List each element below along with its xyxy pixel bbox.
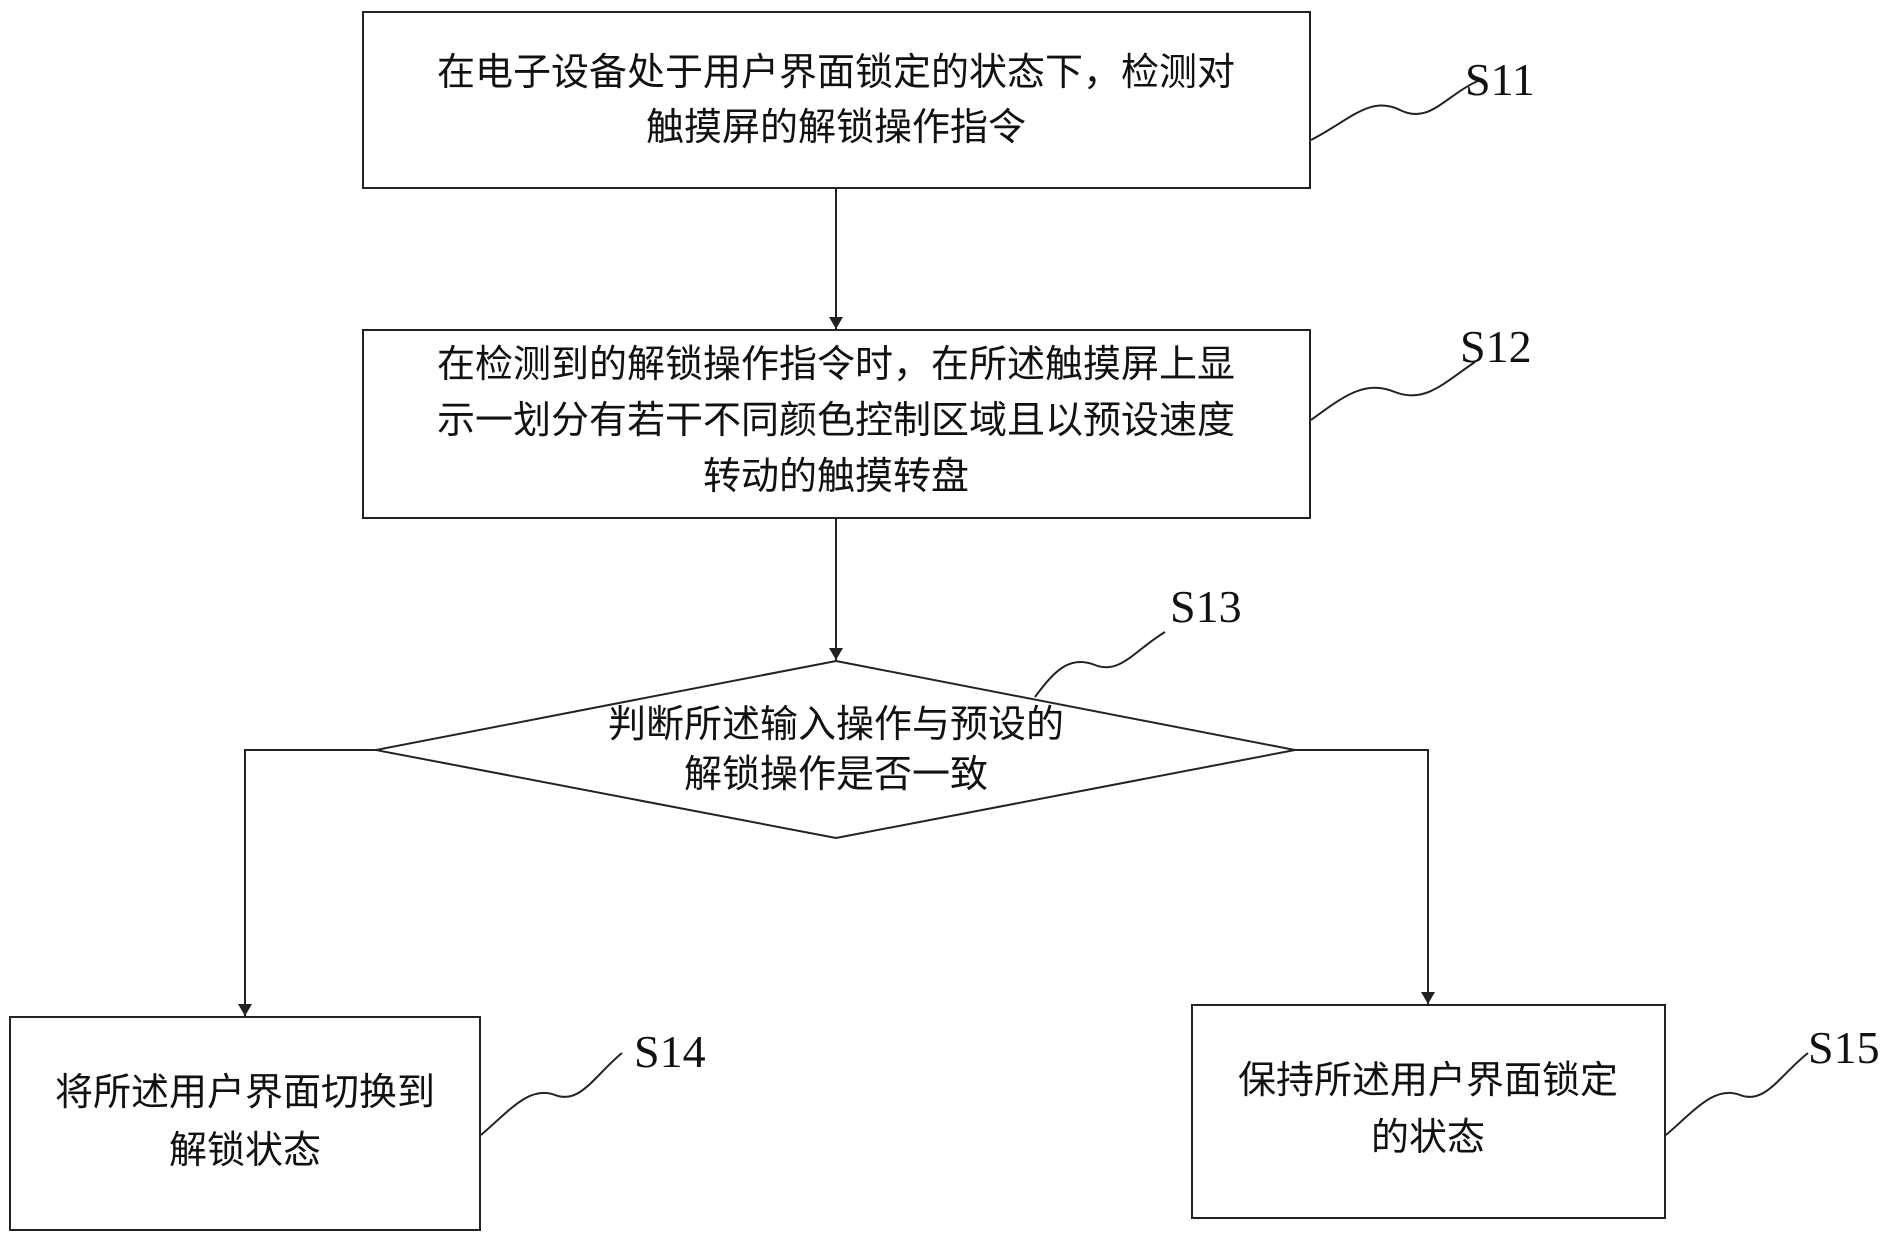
s14-text-line-2: 解锁状态 [169,1128,321,1172]
s13-step-label: S13 [1170,581,1242,632]
s15-box [1192,1005,1665,1218]
s13-text-line-1: 判断所述输入操作与预设的 [608,702,1064,746]
s14-leader-line [481,1053,622,1135]
s11-text-line-2: 触摸屏的解锁操作指令 [646,105,1026,149]
s11-step-label: S11 [1465,54,1535,105]
edge-s13-to-s14 [245,750,376,1016]
s12-text-line-1: 在检测到的解锁操作指令时，在所述触摸屏上显 [437,342,1235,386]
step-s12-node: 在检测到的解锁操作指令时，在所述触摸屏上显 示一划分有若干不同颜色控制区域且以预… [363,330,1310,518]
edge-s13-to-s15 [1295,750,1428,1004]
s14-box [10,1017,480,1230]
s12-text-line-3: 转动的触摸转盘 [703,454,969,498]
s15-step-label: S15 [1808,1022,1880,1073]
s14-text-line-1: 将所述用户界面切换到 [55,1070,435,1114]
s12-step-label: S12 [1460,321,1532,372]
s13-diamond [376,661,1295,838]
s12-leader-line [1311,362,1475,420]
s11-text-line-1: 在电子设备处于用户界面锁定的状态下，检测对 [437,50,1235,94]
s15-text-line-1: 保持所述用户界面锁定 [1238,1058,1618,1102]
step-s13-decision: 判断所述输入操作与预设的 解锁操作是否一致 [376,661,1295,838]
s13-text-line-2: 解锁操作是否一致 [684,752,988,796]
s11-leader-line [1311,80,1480,140]
step-s15-node: 保持所述用户界面锁定 的状态 [1192,1005,1665,1218]
s15-text-line-2: 的状态 [1371,1115,1485,1159]
s13-leader-line [1035,632,1165,697]
s14-step-label: S14 [634,1026,706,1077]
step-s14-node: 将所述用户界面切换到 解锁状态 [10,1017,480,1230]
s15-leader-line [1666,1053,1808,1135]
step-s11-node: 在电子设备处于用户界面锁定的状态下，检测对 触摸屏的解锁操作指令 [363,12,1310,188]
s12-text-line-2: 示一划分有若干不同颜色控制区域且以预设速度 [437,398,1235,442]
s11-box [363,12,1310,188]
